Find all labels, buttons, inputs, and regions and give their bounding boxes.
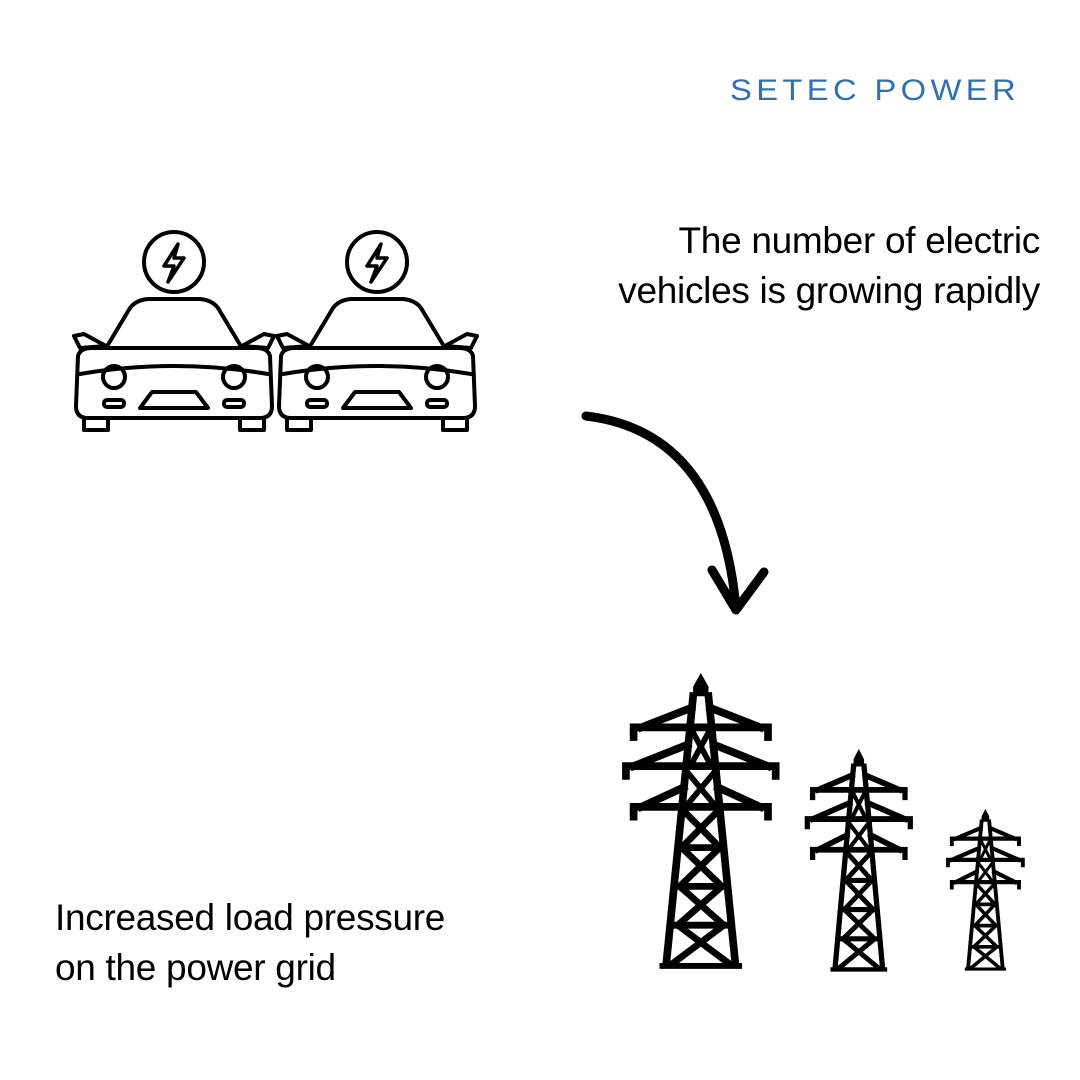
headline-line-1: The number of electric bbox=[678, 220, 1040, 261]
headline: The number of electric vehicles is growi… bbox=[520, 216, 1040, 316]
caption: Increased load pressure on the power gri… bbox=[55, 893, 575, 993]
curved-arrow-icon bbox=[581, 411, 769, 615]
caption-line-2: on the power grid bbox=[55, 947, 336, 988]
transmission-tower-icon-medium bbox=[807, 749, 910, 969]
electric-cars-illustration bbox=[72, 230, 479, 432]
caption-line-1: Increased load pressure bbox=[55, 897, 446, 938]
transmission-tower-icon-small bbox=[948, 809, 1023, 969]
brand-logo-text: SETEC POWER bbox=[730, 74, 1020, 107]
brand-logo: SETEC POWER bbox=[730, 74, 1020, 107]
transmission-towers-illustration bbox=[620, 665, 1040, 985]
electric-car-icon-right bbox=[275, 230, 479, 432]
transmission-tower-icon-large bbox=[626, 673, 776, 966]
headline-line-2: vehicles is growing rapidly bbox=[618, 270, 1040, 311]
electric-car-icon-left bbox=[72, 230, 276, 432]
